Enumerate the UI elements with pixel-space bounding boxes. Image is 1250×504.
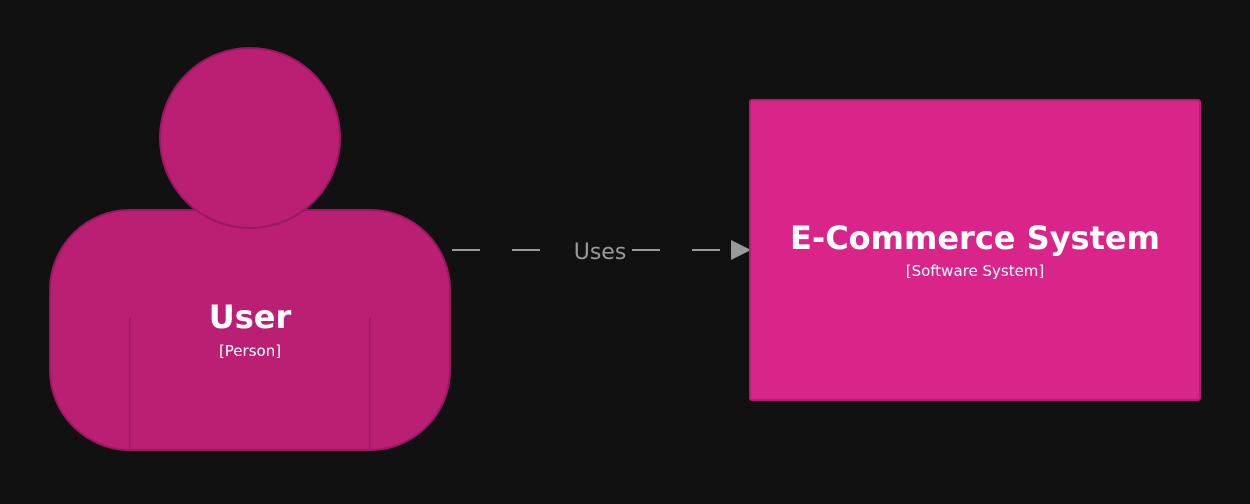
- arrowhead-icon: [731, 240, 751, 260]
- person-element-user[interactable]: User [Person]: [49, 47, 451, 451]
- relationship-uses[interactable]: Uses: [452, 236, 751, 265]
- system-name: E-Commerce System: [790, 219, 1160, 257]
- person-type: [Person]: [219, 342, 281, 360]
- system-box-shape: [749, 99, 1201, 401]
- relationship-label-bg: [568, 236, 632, 264]
- person-name: User: [209, 298, 292, 336]
- system-type: [Software System]: [906, 262, 1045, 280]
- relationship-label: Uses: [574, 240, 627, 265]
- person-head-shape: [159, 47, 341, 229]
- system-element-ecommerce[interactable]: E-Commerce System [Software System]: [749, 99, 1201, 401]
